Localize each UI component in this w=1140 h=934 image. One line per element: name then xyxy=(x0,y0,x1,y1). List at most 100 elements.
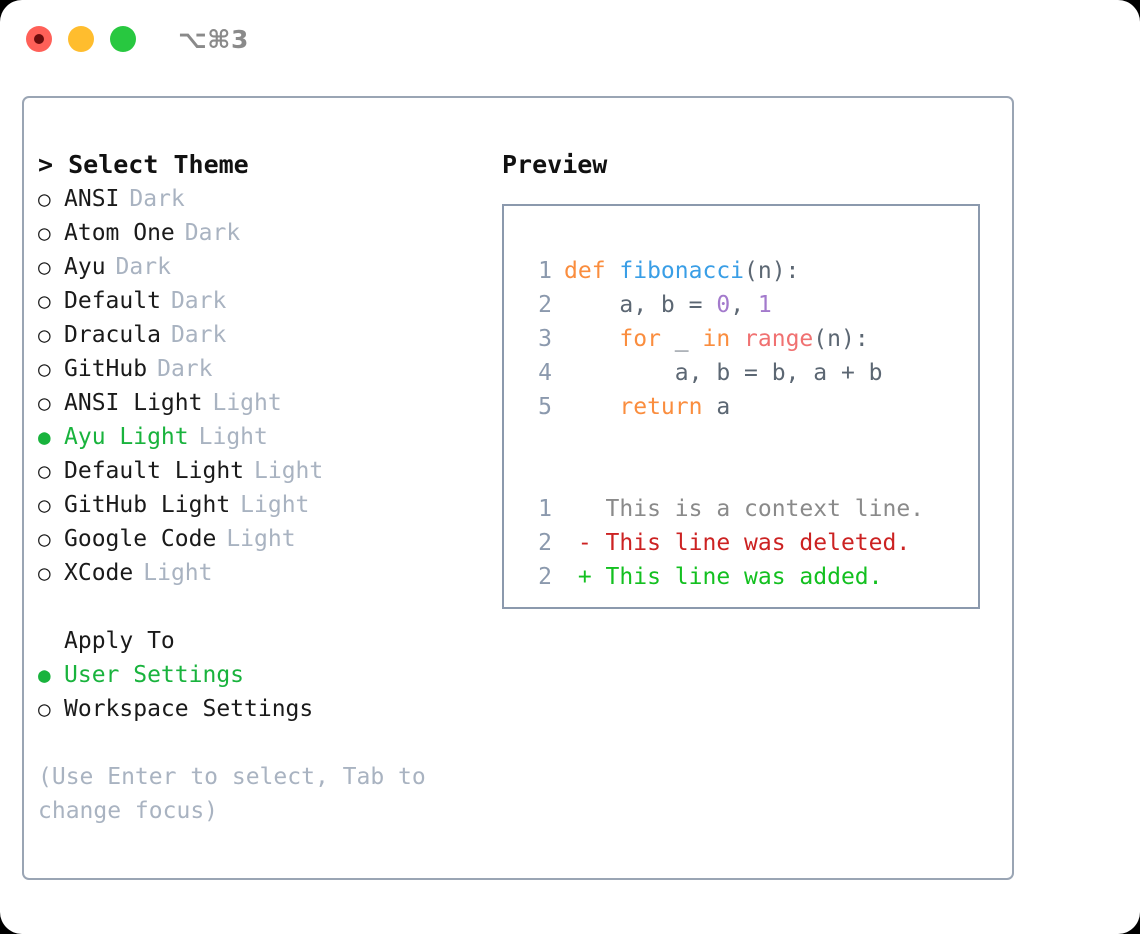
diff-line-add: 2 + This line was added. xyxy=(504,560,978,594)
theme-option-label: Ayu Light xyxy=(64,424,189,450)
theme-option-kind: Dark xyxy=(129,186,185,212)
radio-unselected-icon: ○ xyxy=(38,255,51,279)
diff-line-del: 2 - This line was deleted. xyxy=(504,526,978,560)
minimize-button[interactable] xyxy=(68,26,94,52)
code-token: _ xyxy=(660,326,703,352)
diff-text: This is a context line. xyxy=(564,496,925,522)
code-token: fibonacci xyxy=(619,258,745,284)
line-number: 3 xyxy=(538,326,552,352)
line-number: 1 xyxy=(538,496,552,522)
radio-unselected-icon: ○ xyxy=(38,527,51,551)
theme-option-label: GitHub Light xyxy=(64,492,231,518)
theme-option-label: Ayu xyxy=(64,254,106,280)
theme-option-google-code[interactable]: ○ Google Code Light xyxy=(38,522,478,556)
theme-option-ayu-light[interactable]: ● Ayu Light Light xyxy=(38,420,478,454)
theme-option-kind: Light xyxy=(254,458,324,484)
radio-unselected-icon: ○ xyxy=(38,187,51,211)
theme-option-kind: Dark xyxy=(115,254,171,280)
code-token: (n): xyxy=(813,326,869,352)
theme-option-label: ANSI Light xyxy=(64,390,203,416)
code-token xyxy=(730,326,744,352)
code-text: a, b = 0, 1 xyxy=(564,288,772,322)
code-token xyxy=(564,326,619,352)
code-line: 5 return a xyxy=(504,390,978,424)
theme-option-label: Default Light xyxy=(64,458,245,484)
theme-option-kind: Dark xyxy=(170,322,227,348)
code-token: 1 xyxy=(757,292,772,318)
theme-option-ansi[interactable]: ○ ANSI Dark xyxy=(38,182,478,216)
code-token: return xyxy=(619,394,703,420)
radio-selected-icon: ● xyxy=(38,663,51,687)
code-token: in xyxy=(702,326,731,352)
title-bar: ⌥⌘3 xyxy=(0,0,1140,78)
theme-option-label: XCode xyxy=(64,560,134,586)
theme-option-dracula[interactable]: ○ Dracula Dark xyxy=(38,318,478,352)
theme-option-github[interactable]: ○ GitHub Dark xyxy=(38,352,478,386)
apply-to-option-workspace-settings[interactable]: ○ Workspace Settings xyxy=(38,692,478,726)
theme-option-xcode[interactable]: ○ XCode Light xyxy=(38,556,478,590)
code-text: for _ in range(n): xyxy=(564,322,869,356)
maximize-button[interactable] xyxy=(110,26,136,52)
theme-option-label: GitHub xyxy=(64,356,148,382)
line-number: 2 xyxy=(538,292,552,318)
code-line: 2 a, b = 0, 1 xyxy=(504,288,978,322)
diff-sample: 1 This is a context line.2 - This line w… xyxy=(504,492,978,594)
keyboard-shortcut-label: ⌥⌘3 xyxy=(178,24,249,54)
theme-option-ayu[interactable]: ○ Ayu Dark xyxy=(38,250,478,284)
theme-option-label: Atom One xyxy=(64,220,175,246)
close-button[interactable] xyxy=(26,26,52,52)
apply-to-option-label: User Settings xyxy=(64,662,245,688)
code-token: for xyxy=(619,326,661,352)
diff-line-ctx: 1 This is a context line. xyxy=(504,492,978,526)
radio-selected-icon: ● xyxy=(38,425,51,449)
code-token: 0 xyxy=(716,292,731,318)
select-theme-heading: > Select Theme xyxy=(38,150,249,179)
apply-to-option-label: Workspace Settings xyxy=(64,696,314,722)
radio-unselected-icon: ○ xyxy=(38,391,51,415)
code-token: range xyxy=(744,326,814,352)
code-text: return a xyxy=(564,390,730,424)
theme-option-kind: Dark xyxy=(157,356,213,382)
theme-option-default-light[interactable]: ○ Default Light Light xyxy=(38,454,478,488)
apply-to-option-list: ● User Settings ○ Workspace Settings xyxy=(38,658,478,726)
code-token: a, b = b, a + b xyxy=(564,360,883,386)
code-token: a, b = xyxy=(564,292,717,318)
theme-option-kind: Dark xyxy=(184,220,241,246)
theme-option-label: ANSI xyxy=(64,186,120,212)
radio-unselected-icon: ○ xyxy=(38,357,51,381)
radio-unselected-icon: ○ xyxy=(38,561,51,585)
theme-option-label: Dracula xyxy=(64,322,161,348)
radio-unselected-icon: ○ xyxy=(38,459,51,483)
theme-option-kind: Light xyxy=(198,424,268,450)
keyboard-hint-text: (Use Enter to select, Tab to change focu… xyxy=(38,764,426,824)
radio-unselected-icon: ○ xyxy=(38,697,51,721)
theme-option-kind: Dark xyxy=(170,288,227,314)
line-number: 2 xyxy=(538,564,552,590)
line-number: 4 xyxy=(538,360,552,386)
radio-unselected-icon: ○ xyxy=(38,323,51,347)
code-token: a xyxy=(702,394,731,420)
diff-text: - This line was deleted. xyxy=(564,530,911,556)
line-number: 2 xyxy=(538,530,552,556)
theme-option-label: Google Code xyxy=(64,526,217,552)
theme-option-kind: Light xyxy=(143,560,213,586)
code-token: , xyxy=(730,292,758,318)
theme-option-kind: Light xyxy=(212,390,282,416)
code-token xyxy=(564,394,619,420)
theme-option-kind: Light xyxy=(226,526,296,552)
line-number: 1 xyxy=(538,258,552,284)
theme-option-ansi-light[interactable]: ○ ANSI Light Light xyxy=(38,386,478,420)
apply-to-option-user-settings[interactable]: ● User Settings xyxy=(38,658,478,692)
radio-unselected-icon: ○ xyxy=(38,289,51,313)
code-line: 4 a, b = b, a + b xyxy=(504,356,978,390)
